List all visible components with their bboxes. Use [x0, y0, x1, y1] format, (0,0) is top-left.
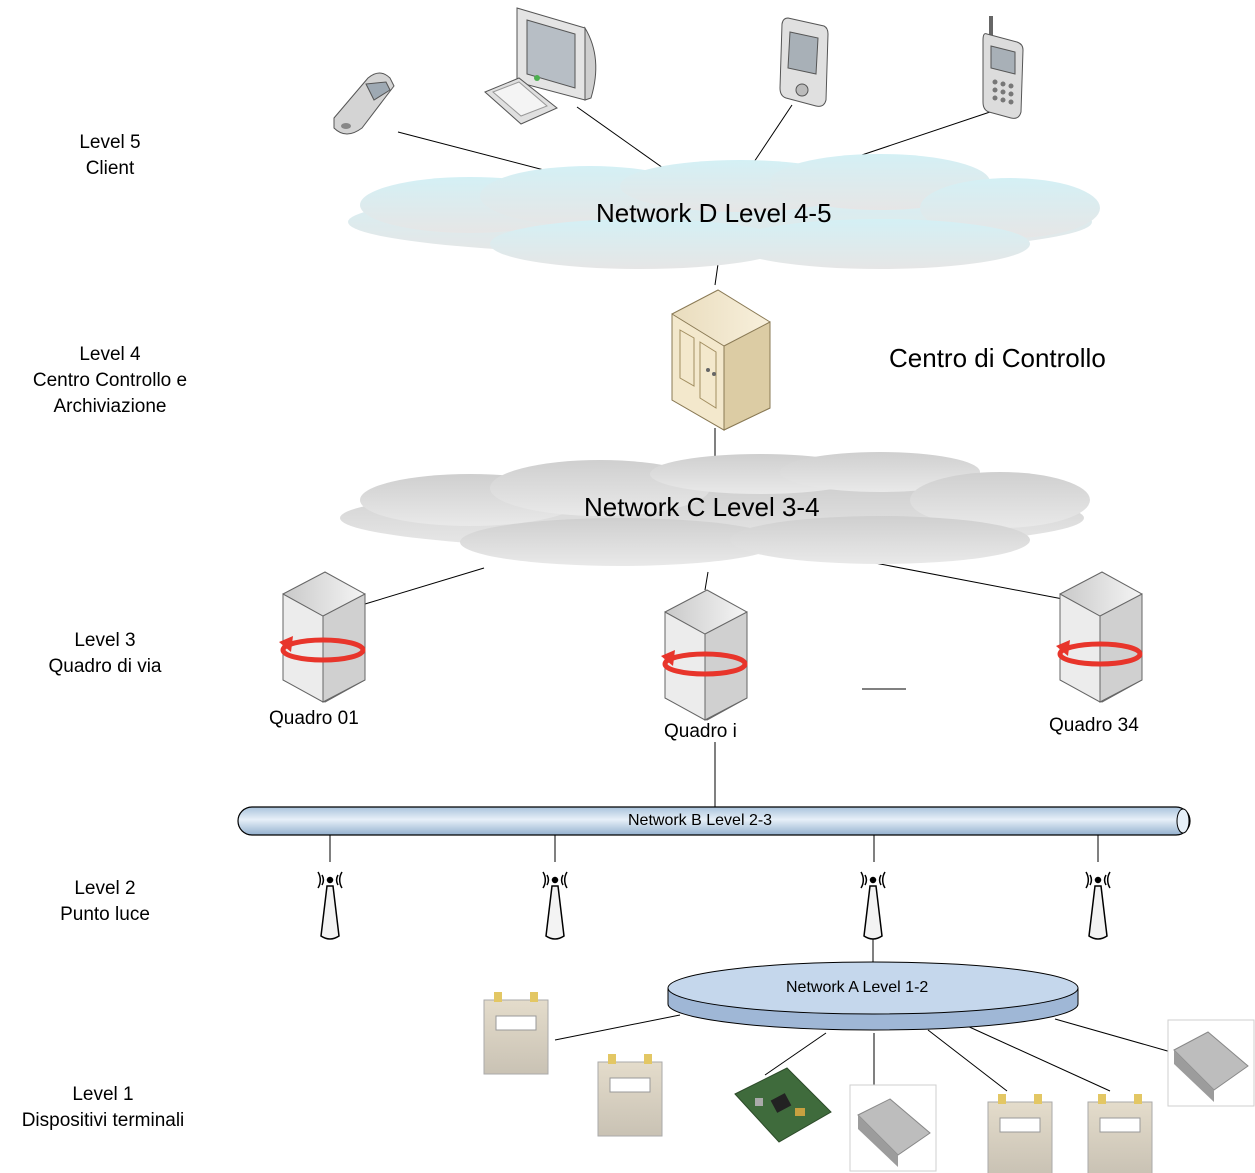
network-d-label: Network D Level 4-5 [596, 198, 832, 228]
level-4-label: Level 4 Centro Controllo e Archiviazione [20, 342, 200, 420]
level-5-label: Level 5 Client [40, 130, 180, 182]
network-a-label: Network A Level 1-2 [786, 979, 929, 996]
antenna-icon-3 [860, 871, 886, 940]
network-b-bus [237, 806, 1191, 836]
cloud-network-d [348, 154, 1100, 269]
connection-lines [329, 104, 1172, 1092]
antenna-icon-2 [542, 871, 568, 940]
level-5-line-2: Client [85, 158, 135, 179]
level-4-line-1: Level 4 [79, 344, 141, 365]
quadro-i-server-icon [661, 589, 748, 721]
level-3-line-2: Quadro di via [48, 656, 162, 677]
network-a-disc [667, 961, 1079, 1031]
level-3-line-1: Level 3 [74, 630, 136, 651]
meter-module-icon-1 [849, 1084, 937, 1172]
level-1-label: Level 1 Dispositivi terminali [0, 1082, 206, 1134]
meter-module-icon-2 [1167, 1019, 1255, 1107]
network-b-label: Network B Level 2-3 [628, 812, 773, 829]
flip-phone-icon [333, 72, 395, 135]
gas-meter-icon-2 [597, 1054, 663, 1137]
control-center-label: Centro di Controllo [889, 343, 1106, 373]
quadro-i-label: Quadro i [664, 721, 737, 742]
antenna-icons [317, 871, 1111, 940]
quadro-34-label: Quadro 34 [1049, 715, 1139, 736]
antenna-icon-1 [317, 871, 343, 940]
level-1-line-2: Dispositivi terminali [21, 1110, 185, 1131]
gas-meter-icon-4 [1087, 1094, 1153, 1173]
quadro-34-server-icon [1056, 571, 1143, 703]
level-2-line-2: Punto luce [60, 904, 150, 925]
gas-meter-icon-3 [987, 1094, 1053, 1173]
level-4-line-3: Archiviazione [53, 396, 167, 417]
desktop-computer-icon [484, 7, 597, 125]
gas-meter-icon-1 [483, 992, 549, 1075]
quadro-01-label: Quadro 01 [269, 708, 359, 729]
level-2-label: Level 2 Punto luce [30, 876, 180, 928]
level-1-line-1: Level 1 [72, 1084, 134, 1105]
network-c-label: Network C Level 3-4 [584, 492, 820, 522]
level-2-line-1: Level 2 [74, 878, 136, 899]
circuit-board-icon [734, 1067, 832, 1143]
mobile-phone-icon [982, 16, 1024, 119]
level-4-line-2: Centro Controllo e [32, 370, 188, 391]
level-3-label: Level 3 Quadro di via [30, 628, 180, 680]
pda-icon [779, 17, 829, 107]
antenna-icon-4 [1085, 871, 1111, 940]
control-center-server-icon [671, 289, 771, 431]
quadro-01-server-icon [279, 571, 366, 703]
cloud-network-c [340, 452, 1090, 566]
level-5-line-1: Level 5 [79, 132, 141, 153]
